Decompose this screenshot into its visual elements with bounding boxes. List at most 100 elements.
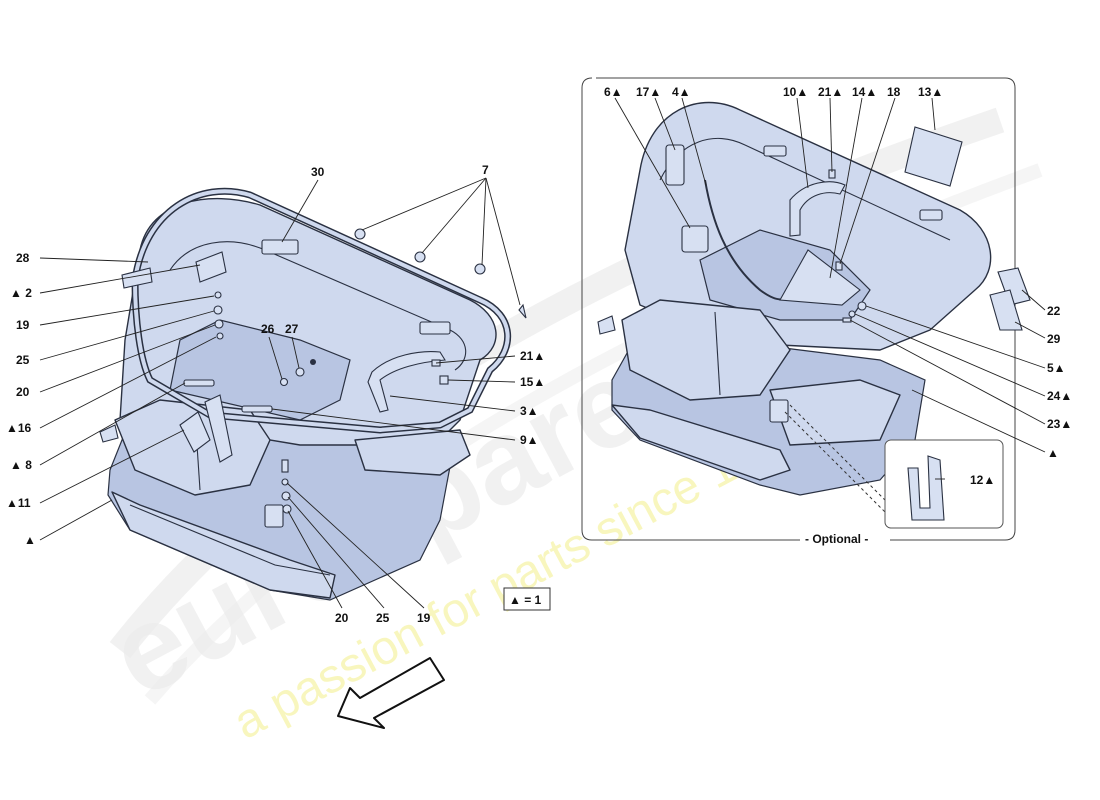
callout-15: 15▲ bbox=[520, 375, 545, 389]
right-pad-13 bbox=[904, 126, 963, 187]
left-bolt-16 bbox=[216, 332, 224, 340]
right-bracket-14 bbox=[779, 249, 861, 306]
callout-22: 22 bbox=[1047, 304, 1061, 318]
right-washer-24 bbox=[848, 310, 856, 318]
left-leader-lines bbox=[39, 177, 521, 609]
left-hinge-bracket bbox=[204, 394, 233, 463]
left-clip-7d bbox=[518, 303, 527, 319]
right-side-tab bbox=[597, 315, 616, 335]
right-bin-divider bbox=[714, 311, 721, 396]
callout-17: 17▲ bbox=[636, 85, 661, 99]
legend-text: ▲ = 1 bbox=[509, 593, 542, 607]
left-seal-gasket-inner bbox=[132, 189, 510, 433]
right-bracket-29 bbox=[989, 289, 1023, 331]
callout-13: 13▲ bbox=[918, 85, 943, 99]
left-tub-side-box bbox=[354, 429, 471, 476]
callout-25: 25 bbox=[16, 353, 30, 367]
left-screw-26 bbox=[279, 377, 289, 387]
left-hinge-11 bbox=[179, 411, 211, 453]
right-leader-lines bbox=[614, 97, 1046, 453]
callout-21-left: 21▲ bbox=[520, 349, 545, 363]
right-tub-side-box bbox=[769, 379, 901, 446]
callout-5: 5▲ bbox=[1047, 361, 1066, 375]
inset-bracket-12 bbox=[907, 455, 945, 521]
left-washer-25b bbox=[281, 491, 291, 501]
callout-11: ▲11 bbox=[6, 496, 31, 510]
right-labels: 6▲ 17▲ 4▲ 10▲ 21▲ 14▲ 18 13▲ 22 29 5▲ 24… bbox=[604, 85, 1072, 460]
left-foot-bracket bbox=[264, 504, 284, 528]
legend-box bbox=[503, 587, 551, 611]
direction-arrow-icon bbox=[337, 657, 445, 729]
callout-21-right: 21▲ bbox=[818, 85, 843, 99]
left-clip-7b bbox=[414, 251, 426, 263]
callout-28: 28 bbox=[16, 251, 30, 265]
inset-detail: 12▲ bbox=[884, 439, 1004, 529]
callout-9: 9▲ bbox=[520, 433, 539, 447]
callout-23: 23▲ bbox=[1047, 417, 1072, 431]
callout-8: ▲ 8 bbox=[10, 458, 32, 472]
left-washer-19 bbox=[214, 291, 222, 299]
left-clip-7a bbox=[354, 228, 366, 240]
callout-24: 24▲ bbox=[1047, 389, 1072, 403]
left-strap-3 bbox=[367, 351, 446, 413]
callout-tri-right: ▲ bbox=[1047, 446, 1059, 460]
right-strap-10 bbox=[789, 181, 846, 237]
left-bolt-row-8 bbox=[183, 379, 215, 387]
left-tub-floor bbox=[169, 319, 351, 421]
right-wall-bracket bbox=[763, 145, 787, 157]
callout-6: 6▲ bbox=[604, 85, 623, 99]
callout-26: 26 bbox=[261, 322, 275, 336]
left-nut-20b bbox=[282, 504, 292, 514]
right-washer-5 bbox=[857, 301, 867, 311]
legend: ▲ = 1 bbox=[503, 587, 551, 611]
callout-12: 12▲ bbox=[970, 473, 995, 487]
left-bolt-row-9 bbox=[241, 405, 273, 413]
left-labels: 30 7 28 ▲ 2 19 25 20 ▲16 ▲ 8 ▲11 ▲ 26 27… bbox=[6, 163, 545, 625]
callout-16: ▲16 bbox=[6, 421, 32, 435]
callout-3: 3▲ bbox=[520, 404, 539, 418]
left-washer-25 bbox=[213, 305, 223, 315]
callout-19: 19 bbox=[16, 318, 30, 332]
optional-label: - Optional - bbox=[805, 532, 868, 546]
left-nut-27 bbox=[295, 367, 305, 377]
callout-20: 20 bbox=[16, 385, 30, 399]
left-wall-bracket bbox=[419, 321, 451, 335]
callout-25-bottom: 25 bbox=[376, 611, 390, 625]
right-tub-front-bin bbox=[621, 299, 791, 401]
callout-27: 27 bbox=[285, 322, 299, 336]
left-tub-front-face bbox=[111, 491, 336, 599]
left-nut-20 bbox=[214, 319, 224, 329]
right-wall-bracket-2 bbox=[919, 209, 943, 221]
right-foot-bracket bbox=[769, 399, 789, 423]
right-bracket-6 bbox=[681, 225, 709, 253]
left-bolt-bottom bbox=[281, 459, 289, 473]
left-side-tab bbox=[99, 424, 119, 443]
left-clip-bracket-2 bbox=[195, 251, 227, 283]
callout-7: 7 bbox=[482, 163, 489, 177]
right-bracket-17 bbox=[665, 144, 685, 186]
right-bolt-18 bbox=[835, 261, 843, 271]
callout-2: ▲ 2 bbox=[10, 286, 32, 300]
left-bracket-30 bbox=[261, 239, 299, 255]
right-bolt-23 bbox=[842, 317, 852, 323]
left-clip-7c bbox=[474, 263, 486, 275]
callout-14: 14▲ bbox=[852, 85, 877, 99]
direction-arrow bbox=[337, 657, 445, 729]
left-assembly bbox=[99, 187, 527, 601]
callout-18: 18 bbox=[887, 85, 901, 99]
callout-4: 4▲ bbox=[672, 85, 691, 99]
callout-19-bottom: 19 bbox=[417, 611, 431, 625]
left-washer-19b bbox=[281, 478, 289, 486]
right-tub-front-face bbox=[611, 404, 791, 481]
callout-10: 10▲ bbox=[783, 85, 808, 99]
callout-29: 29 bbox=[1047, 332, 1061, 346]
left-seal-tail bbox=[121, 267, 153, 289]
callout-tri: ▲ bbox=[24, 533, 36, 547]
right-assembly bbox=[597, 101, 1031, 513]
left-floor-hole bbox=[310, 359, 316, 365]
left-tub-seam bbox=[129, 504, 331, 576]
callout-20-bottom: 20 bbox=[335, 611, 349, 625]
left-clip-15 bbox=[439, 375, 449, 385]
callout-30: 30 bbox=[311, 165, 325, 179]
